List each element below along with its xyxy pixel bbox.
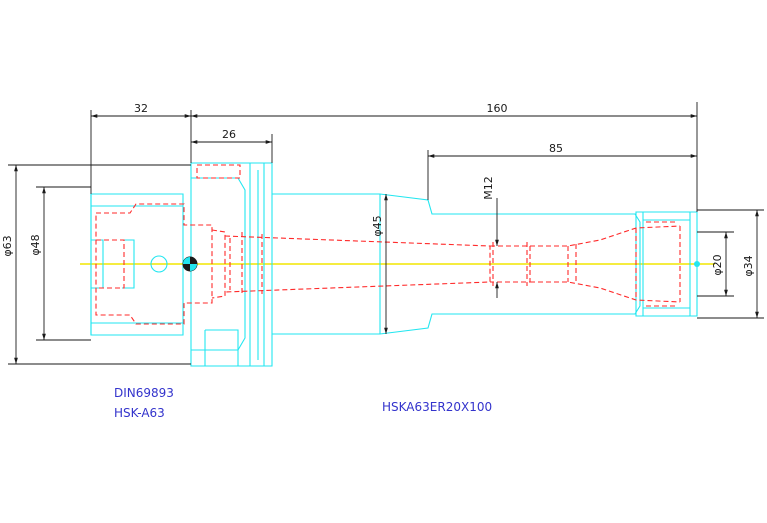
dimension-lines [8, 102, 764, 365]
standard-note: DIN69893 [114, 386, 174, 400]
dim-160-label: 160 [487, 102, 508, 115]
dim-phi20-label: φ20 [711, 254, 724, 275]
dim-phi34-label: φ34 [742, 255, 755, 276]
center-marker-icon [182, 256, 198, 272]
nose-point [694, 261, 700, 267]
dim-m12-label: M12 [482, 176, 495, 200]
interface-note: HSK-A63 [114, 406, 165, 420]
hidden-lines [95, 164, 681, 325]
part-number-note: HSKA63ER20X100 [382, 400, 493, 414]
dim-26-label: 26 [222, 128, 236, 141]
dim-85-label: 85 [549, 142, 563, 155]
tool-holder-outline [90, 162, 698, 367]
dim-phi45-label: φ45 [371, 215, 384, 236]
dim-32-label: 32 [134, 102, 148, 115]
dim-phi63-label: φ63 [1, 235, 14, 256]
dim-phi48-label: φ48 [29, 234, 42, 255]
